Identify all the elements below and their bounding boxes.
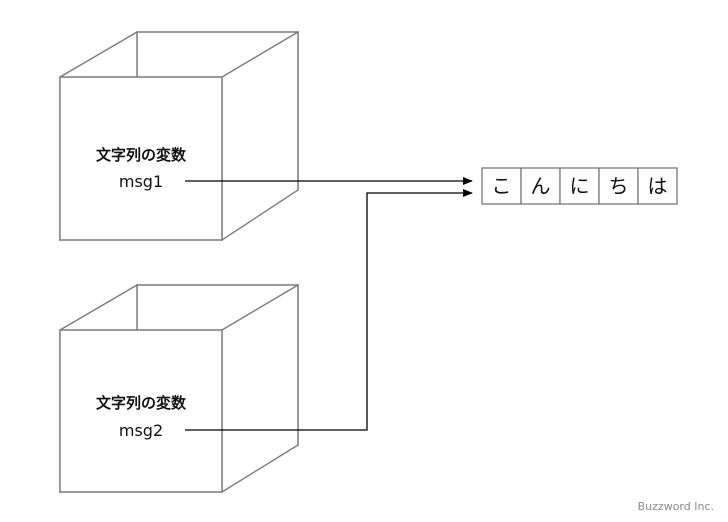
char-cell-text: ち <box>609 174 629 198</box>
char-cell-text: に <box>570 174 590 198</box>
string-char-cell: こ <box>481 167 522 205</box>
string-char-cell: に <box>559 167 600 205</box>
string-char-cell: ち <box>598 167 639 205</box>
variable-name: msg1 <box>119 172 163 191</box>
variable-type-label: 文字列の変数 <box>96 394 187 412</box>
variable-box-msg2: 文字列の変数 msg2 <box>59 283 299 494</box>
box-front-face <box>59 76 223 241</box>
variable-type-label: 文字列の変数 <box>96 146 187 164</box>
char-cell-text: は <box>648 174 668 198</box>
char-cell-border <box>520 167 561 205</box>
variable-name: msg2 <box>119 421 163 440</box>
string-char-cell: は <box>637 167 678 205</box>
variable-box-msg1: 文字列の変数 msg1 <box>59 30 299 242</box>
char-cell-text: ん <box>531 174 551 198</box>
char-cell-border <box>559 167 600 205</box>
char-cell-border <box>637 167 678 205</box>
box-front-face <box>59 329 223 493</box>
char-cell-text: こ <box>492 174 512 198</box>
string-value-cells: こんにちは <box>481 167 678 205</box>
credit-text: Buzzword Inc. <box>638 500 714 513</box>
string-char-cell: ん <box>520 167 561 205</box>
reference-arrow-msg2 <box>185 189 473 431</box>
char-cell-border <box>481 167 522 205</box>
char-cell-border <box>598 167 639 205</box>
